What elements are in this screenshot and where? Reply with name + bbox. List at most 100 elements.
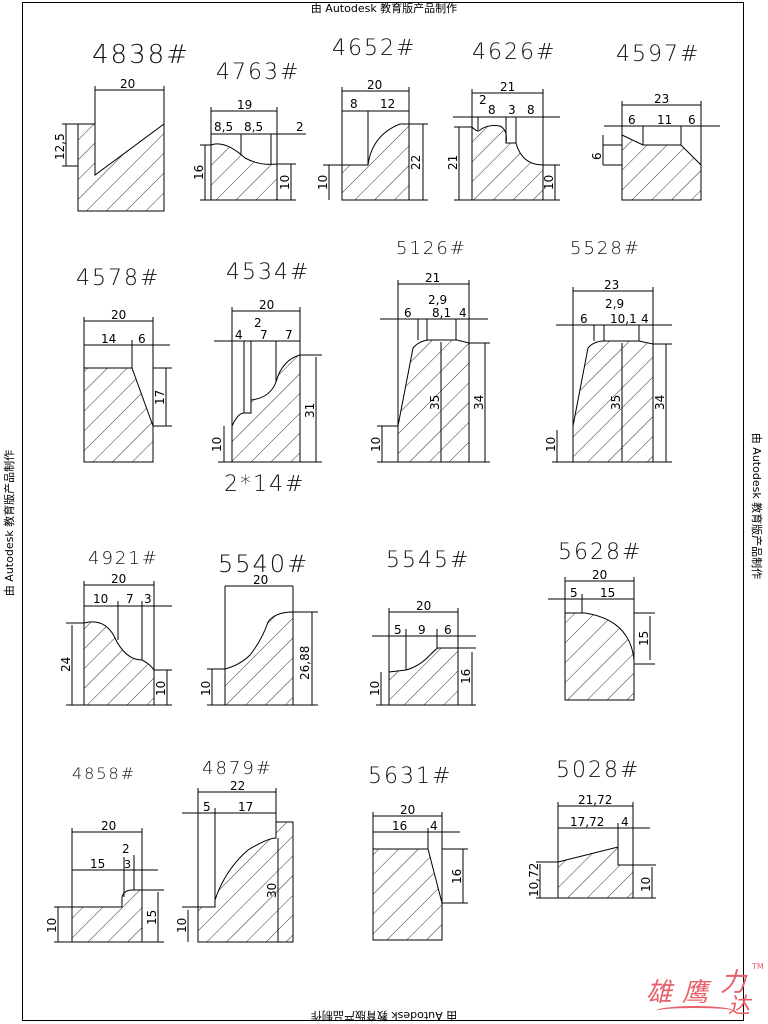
profile-5540-drawing: [207, 585, 318, 706]
dim-5545-seg1: 5: [394, 623, 402, 637]
profile-5545-drawing: [372, 608, 476, 706]
dim-4626-hl: 21: [446, 155, 460, 170]
dim-4652-seg1: 8: [350, 97, 358, 111]
dim-4597-hl: 6: [590, 152, 604, 160]
dim-4921-hl: 24: [59, 657, 73, 672]
profile-5028-drawing: [536, 802, 656, 899]
dim-4652-seg2: 12: [380, 97, 395, 111]
brand-logo: 雄 鹰 力 达 TM: [640, 960, 768, 1024]
dim-4838-height: 12,5: [53, 133, 67, 160]
dim-5126-hr: 34: [472, 395, 486, 410]
dim-5628-width: 20: [592, 568, 607, 582]
profile-title-4652: 4652#: [332, 36, 417, 61]
dim-5126-hm: 35: [428, 395, 442, 410]
dim-4534-seg2: 7: [260, 328, 268, 342]
dim-5028-seg1: 17,72: [570, 815, 604, 829]
dim-5528-radius: 2,9: [605, 297, 624, 311]
dim-4652-hl: 10: [316, 175, 330, 190]
dim-5126-seg2: 8,1: [432, 306, 451, 320]
dim-4534-seg3: 7: [285, 328, 293, 342]
dim-4534-hl: 10: [210, 437, 224, 452]
dim-5028-seg2: 4: [621, 815, 629, 829]
dim-5545-hl: 10: [368, 681, 382, 696]
dim-4652-hr: 22: [409, 155, 423, 170]
dim-4858-radius: 2: [122, 842, 130, 856]
dim-4838-width: 20: [120, 77, 135, 91]
dim-5545-width: 20: [416, 599, 431, 613]
profile-4626-drawing: [453, 89, 560, 201]
dim-4858-hr: 15: [145, 910, 159, 925]
dim-4858-width: 20: [101, 819, 116, 833]
dim-5126-seg3: 4: [459, 306, 467, 320]
dim-4763-seg2: 8,5: [244, 120, 263, 134]
dim-5631-width: 20: [400, 803, 415, 817]
dim-5540-hl: 10: [199, 681, 213, 696]
dim-5545-seg3: 6: [444, 623, 452, 637]
dim-5545-seg2: 9: [418, 623, 426, 637]
dim-4879-hl: 10: [175, 918, 189, 933]
dim-5528-width: 23: [604, 278, 619, 292]
dim-5528-seg2: 10,1: [610, 312, 637, 326]
dim-5540-hr: 26,88: [298, 646, 312, 680]
dim-4858-hl: 10: [45, 918, 59, 933]
dim-5528-hl: 10: [544, 437, 558, 452]
profile-4838-drawing: [62, 86, 165, 212]
logo-swoosh: [656, 1006, 734, 1016]
dim-4763-seg1: 8,5: [214, 120, 233, 134]
profile-title-5126: 5126#: [396, 238, 467, 259]
profile-title-4626: 4626#: [472, 40, 557, 65]
dim-5528-seg3: 4: [641, 312, 649, 326]
profile-5528-drawing: [552, 287, 672, 463]
profile-title-4763: 4763#: [216, 60, 301, 85]
profile-5631-drawing: [372, 812, 468, 941]
dim-5028-hl: 10,72: [527, 863, 541, 897]
dim-4597-seg3: 6: [688, 113, 696, 127]
dim-5631-seg2: 4: [430, 819, 438, 833]
dim-4763-seg3: 2: [296, 120, 304, 134]
dim-4858-seg2: 3: [124, 858, 131, 871]
dim-5126-radius: 2,9: [428, 293, 447, 307]
profile-title-5631: 5631#: [368, 764, 453, 789]
profile-4858-drawing: [54, 828, 164, 943]
watermark-top: 由 Autodesk 教育版产品制作: [310, 2, 458, 15]
dim-5126-seg1: 6: [404, 306, 412, 320]
profile-4597-drawing: [602, 101, 720, 201]
profile-4652-drawing: [323, 87, 428, 201]
dim-4763-hl: 16: [192, 165, 206, 180]
profile-title-5528: 5528#: [570, 238, 641, 259]
profile-4879-drawing: [182, 788, 294, 943]
profile-title-5028: 5028#: [556, 758, 641, 783]
dim-5528-seg1: 6: [580, 312, 588, 326]
dim-5028-width: 21,72: [578, 793, 612, 807]
dim-4763-width: 19: [237, 98, 252, 112]
drawing-frame: [22, 2, 744, 1021]
dim-5126-width: 21: [425, 271, 440, 285]
dim-4534-hr: 31: [303, 403, 317, 418]
profile-title-4838: 4838#: [92, 40, 190, 70]
dim-4578-seg1: 14: [101, 332, 116, 346]
dim-4921-width: 20: [111, 572, 126, 586]
dim-4879-width: 22: [230, 779, 245, 793]
dim-4534-radius: 2: [254, 316, 262, 330]
profile-5628-drawing: [548, 577, 655, 701]
dim-4578-hr: 17: [153, 390, 167, 405]
dim-5631-hr: 16: [450, 869, 464, 884]
dim-5628-seg2: 15: [600, 586, 615, 600]
dim-4597-width: 23: [654, 92, 669, 106]
dim-4534-width: 20: [259, 298, 274, 312]
profile-4763-drawing: [200, 107, 306, 201]
trademark-mark: TM: [752, 962, 764, 971]
dim-4858-seg1: 15: [90, 857, 105, 871]
logo-char-2: 鹰: [682, 978, 709, 1008]
profile-title-5540: 5540#: [218, 550, 310, 578]
profile-title-4534: 4534#: [226, 260, 311, 285]
dim-5545-hr: 16: [459, 669, 473, 684]
dim-4921-hr: 10: [154, 681, 168, 696]
dim-4879-hr: 30: [265, 883, 279, 898]
logo-char-3: 力: [720, 968, 747, 998]
dim-5628-seg1: 5: [570, 586, 578, 600]
dim-4626-hr: 10: [542, 175, 556, 190]
profile-4534-drawing: [214, 307, 322, 463]
dim-4652-width: 20: [367, 78, 382, 92]
